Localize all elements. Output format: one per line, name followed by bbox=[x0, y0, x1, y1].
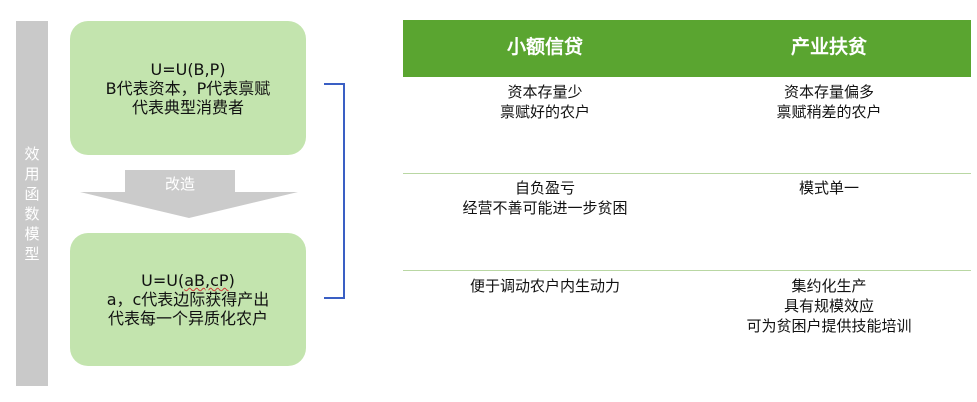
table-cell: 集约化生产 具有规模效应 可为贫困户提供技能培训 bbox=[687, 276, 971, 336]
top-box-note: 代表典型消费者 bbox=[131, 97, 244, 117]
table-row: 自负盈亏 经营不善可能进一步贫困 模式单一 bbox=[403, 178, 971, 218]
row-divider bbox=[403, 270, 971, 271]
table-cell: 资本存量偏多 禀赋稍差的农户 bbox=[687, 82, 971, 122]
table-cell: 模式单一 bbox=[687, 178, 971, 218]
cell-line: 自负盈亏 bbox=[514, 179, 575, 197]
bottom-box-definition: a，c代表边际获得产出 bbox=[106, 290, 270, 309]
table-cell: 资本存量少 禀赋好的农户 bbox=[403, 82, 687, 122]
bottom-utility-box: U=U(aB,cP) a，c代表边际获得产出 代表每一个异质化农户 bbox=[70, 233, 306, 366]
top-box-formula: U=U(B,P) bbox=[150, 59, 226, 79]
formula-suffix: ) bbox=[228, 271, 235, 290]
right-bracket bbox=[324, 83, 345, 299]
transform-arrow bbox=[80, 170, 298, 218]
side-bar: 效用函数模型 bbox=[16, 21, 48, 386]
cell-line: 可为贫困户提供技能培训 bbox=[746, 317, 912, 335]
top-utility-box: U=U(B,P) B代表资本，P代表禀赋 代表典型消费者 bbox=[70, 21, 306, 155]
table-row: 资本存量少 禀赋好的农户 资本存量偏多 禀赋稍差的农户 bbox=[403, 82, 971, 122]
cell-line: 集约化生产 bbox=[791, 277, 867, 295]
cell-line: 便于调动农户内生动力 bbox=[469, 277, 620, 295]
bottom-box-formula: U=U(aB,cP) bbox=[141, 271, 235, 290]
row-divider bbox=[403, 173, 971, 174]
cell-line: 资本存量偏多 bbox=[783, 83, 874, 101]
bottom-box-note: 代表每一个异质化农户 bbox=[107, 309, 268, 328]
top-box-definition: B代表资本，P代表禀赋 bbox=[105, 78, 271, 98]
cell-line: 具有规模效应 bbox=[783, 297, 874, 315]
table-row: 便于调动农户内生动力 集约化生产 具有规模效应 可为贫困户提供技能培训 bbox=[403, 276, 971, 336]
cell-line: 禀赋好的农户 bbox=[499, 103, 590, 121]
cell-line: 禀赋稍差的农户 bbox=[776, 103, 882, 121]
cell-line: 经营不善可能进一步贫困 bbox=[462, 199, 628, 217]
header-industry-poverty: 产业扶贫 bbox=[790, 36, 867, 58]
table-cell: 自负盈亏 经营不善可能进一步贫困 bbox=[403, 178, 687, 218]
table-cell: 便于调动农户内生动力 bbox=[403, 276, 687, 336]
formula-args: aB,cP bbox=[184, 271, 229, 290]
header-microcredit: 小额信贷 bbox=[506, 36, 583, 58]
table-header: 小额信贷 产业扶贫 bbox=[403, 20, 971, 77]
cell-line: 模式单一 bbox=[798, 179, 859, 197]
cell-line: 资本存量少 bbox=[507, 83, 583, 101]
formula-prefix: U=U( bbox=[141, 271, 185, 290]
side-label: 效用函数模型 bbox=[24, 144, 40, 263]
arrow-label: 改造 bbox=[164, 174, 195, 193]
